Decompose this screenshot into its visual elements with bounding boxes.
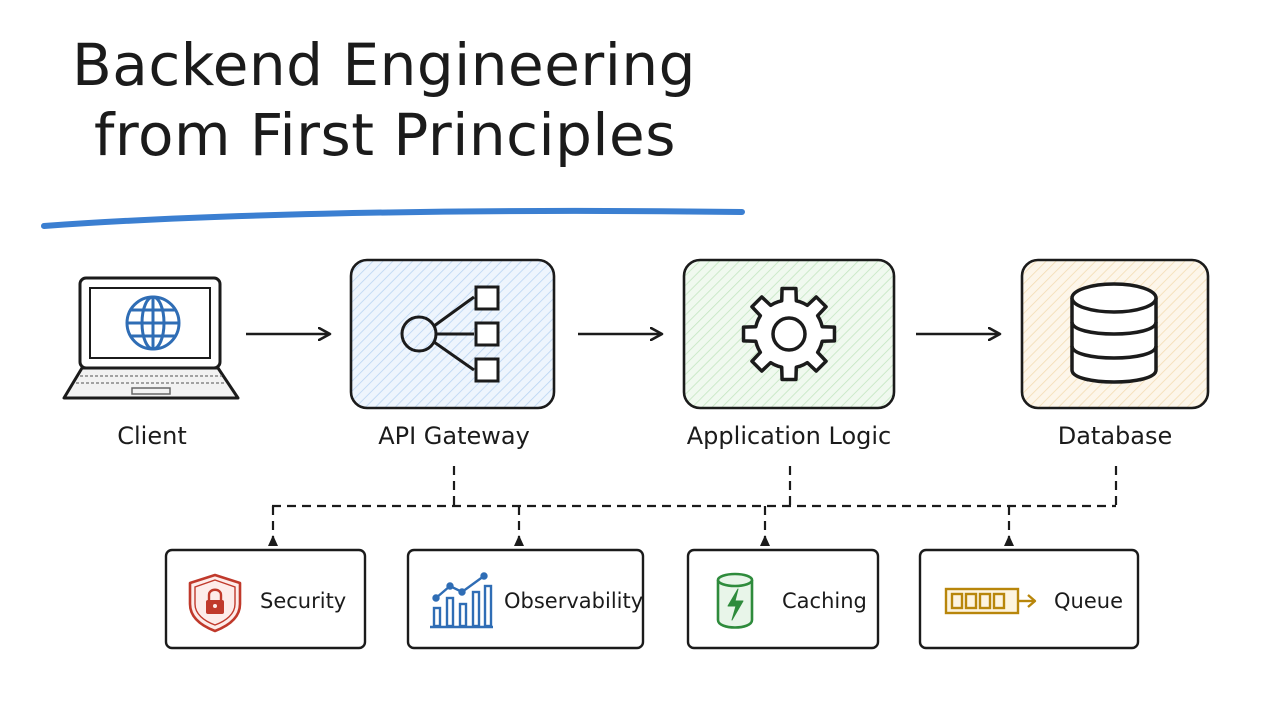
client-label: Client — [117, 422, 187, 450]
database-cylinder-icon — [1070, 282, 1158, 384]
observability-label: Observability — [504, 589, 644, 613]
application-logic-box — [682, 258, 896, 410]
caching-label: Caching — [782, 589, 867, 613]
database-label: Database — [1057, 422, 1173, 450]
bar-chart-trend-icon — [430, 572, 493, 629]
title-underline — [41, 207, 745, 229]
queue-box — [918, 548, 1140, 650]
queue-label: Queue — [1054, 589, 1123, 613]
fan-out-nodes-icon — [400, 285, 500, 383]
database-box — [1020, 258, 1210, 410]
cache-bolt-icon — [716, 572, 754, 629]
laptop-globe-icon — [62, 276, 240, 400]
connector-arrowheads — [268, 535, 1014, 546]
shield-lock-icon — [188, 573, 242, 633]
title-line-1: Backend Engineering — [72, 31, 696, 99]
globe-icon — [125, 295, 181, 351]
api-gateway-box — [349, 258, 556, 410]
api-gateway-label: API Gateway — [378, 422, 530, 450]
page-title: Backend Engineering from First Principle… — [72, 30, 696, 170]
gear-icon — [741, 286, 837, 382]
security-label: Security — [260, 589, 347, 613]
dashed-connectors — [271, 466, 1118, 538]
title-line-2: from First Principles — [94, 101, 676, 169]
application-logic-label: Application Logic — [686, 422, 892, 450]
queue-icon — [944, 587, 1037, 615]
